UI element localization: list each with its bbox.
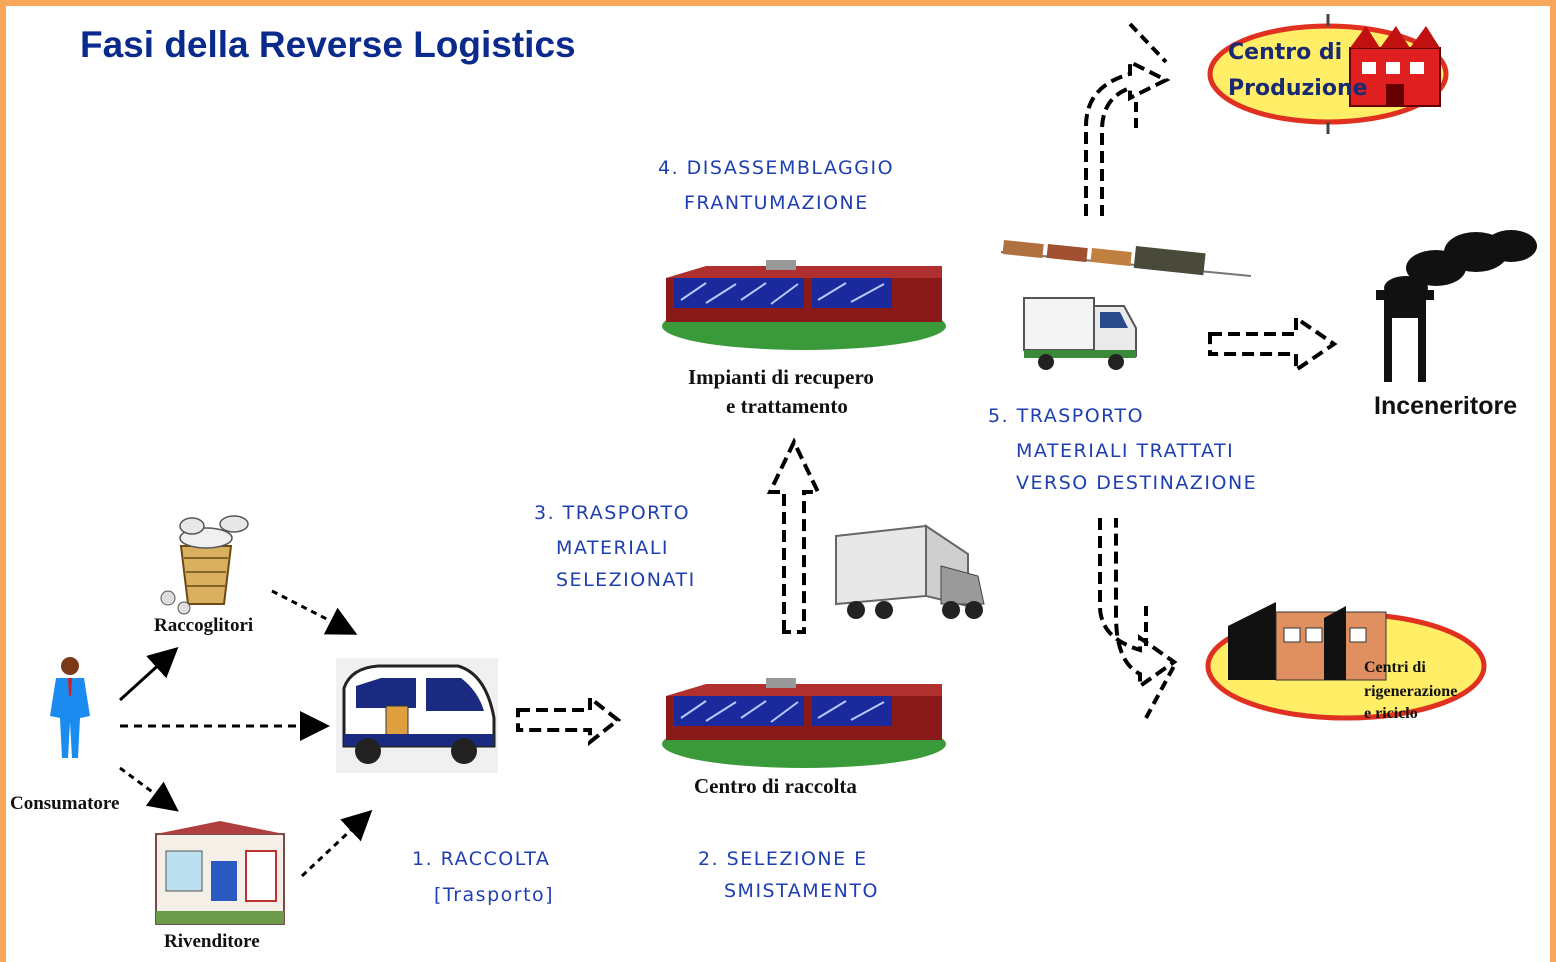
step-2-label: 2. SELEZIONE E: [698, 848, 868, 870]
step-4-label: 4. DISASSEMBLAGGIO: [658, 157, 895, 179]
arrow-consumer-to-retailer: [119, 766, 179, 812]
production-center-sublabel: Produzione: [1228, 76, 1368, 101]
step-4-sublabel: FRANTUMAZIONE: [684, 192, 869, 214]
train-icon: [1000, 239, 1252, 277]
collectors-label: Raccoglitori: [154, 615, 254, 636]
treatment-plant-label: Impianti di recupero: [688, 365, 874, 389]
semi-truck-icon: [835, 524, 985, 619]
collection-van-icon: [336, 658, 498, 773]
step-1-label: 1. RACCOLTA: [412, 848, 551, 870]
page-title: Fasi della Reverse Logistics: [80, 24, 576, 65]
regeneration-center-label: Centri di: [1364, 659, 1426, 676]
collection-center-label: Centro di raccolta: [694, 774, 857, 798]
retailer-label: Rivenditore: [164, 931, 260, 952]
production-center-label: Centro di: [1228, 40, 1343, 65]
step-3-sublabel-2: SELEZIONATI: [556, 569, 696, 591]
arrow-retailer-to-van: [300, 809, 373, 878]
step-5-sublabel-2: VERSO DESTINAZIONE: [1016, 472, 1258, 494]
collection-center-icon: [662, 678, 946, 768]
delivery-truck-icon: [1023, 297, 1137, 370]
arrow-van-to-center: [516, 693, 622, 747]
step-3-sublabel: MATERIALI: [556, 537, 670, 559]
arrow-center-to-plant: [766, 437, 822, 634]
retailer-icon: [155, 821, 285, 925]
step-2-sublabel: SMISTAMENTO: [724, 880, 879, 902]
step-5-label: 5. TRASPORTO: [988, 405, 1145, 427]
step-3-label: 3. TRASPORTO: [534, 502, 691, 524]
arrow-consumer-to-collectors: [118, 646, 179, 702]
regeneration-center-sublabel-2: e riciclo: [1364, 705, 1418, 722]
arrow-to-regeneration-center: [1098, 518, 1178, 690]
step-5-sublabel: MATERIALI TRATTATI: [1016, 440, 1235, 462]
regeneration-center-icon: [1205, 602, 1487, 721]
arrow-to-incinerator: [1208, 314, 1338, 374]
arrow-collectors-to-van: [271, 589, 358, 635]
diagram-frame: Fasi della Reverse Logistics 4. DISASSEM…: [6, 6, 1550, 962]
consumer-label: Consumatore: [10, 793, 120, 814]
step-1-sublabel: [Trasporto]: [434, 884, 555, 906]
incinerator-icon: [1376, 230, 1537, 382]
arrow-to-production-center: [1084, 58, 1171, 216]
consumer-icon: [50, 657, 90, 758]
treatment-plant-icon: [662, 260, 946, 350]
production-center-icon: [1207, 14, 1449, 134]
incinerator-label: Inceneritore: [1374, 392, 1518, 420]
collectors-icon: [160, 515, 249, 615]
treatment-plant-sublabel: e trattamento: [726, 394, 848, 418]
regeneration-center-sublabel: rigenerazione: [1364, 683, 1458, 700]
reverse-logistics-diagram: [50, 14, 1537, 925]
